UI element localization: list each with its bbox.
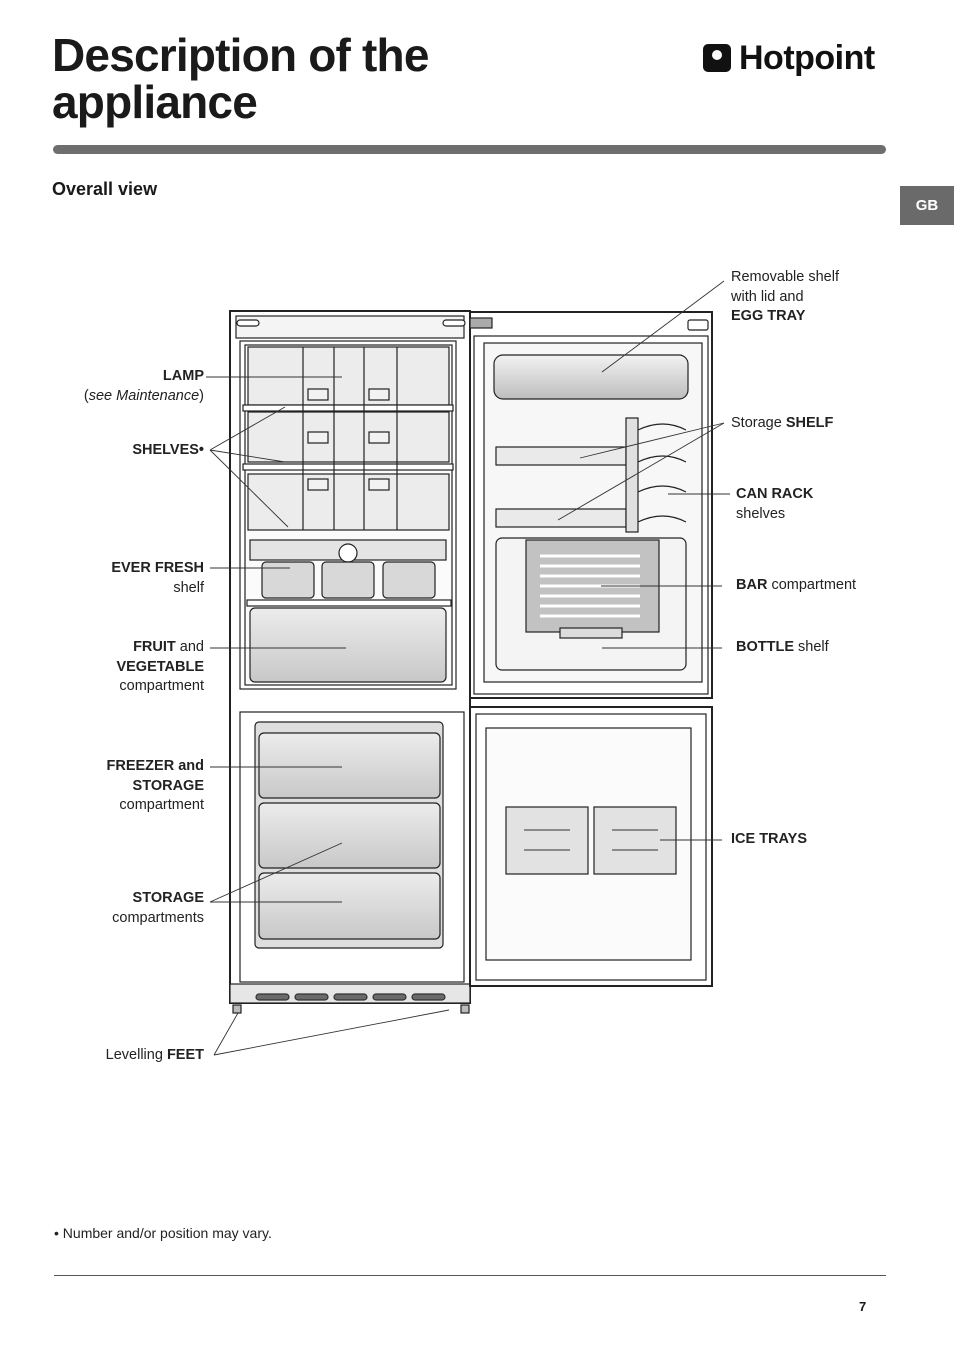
fridge-shelves: [242, 346, 454, 531]
title-line-2: appliance: [52, 76, 258, 128]
ever-fresh-shelf: [246, 539, 452, 607]
storage-shelf-label-title: SHELF: [785, 415, 834, 431]
title-line-1: Description of the: [52, 29, 429, 81]
fridge-door: [469, 311, 713, 699]
shelves-label: SHELVES•: [56, 441, 204, 461]
lamp-label-title: LAMP: [162, 368, 204, 384]
footer-rule: [54, 1275, 886, 1276]
feet-label-title: FEET: [166, 1047, 204, 1063]
header-rule: [53, 145, 886, 154]
storage-label-sub: compartments: [112, 909, 204, 926]
levelling-feet: [232, 1004, 470, 1014]
bottle-label-sub: shelf: [794, 639, 829, 655]
brand-name: Hotpoint: [739, 38, 875, 77]
kick-plate-vents: [255, 993, 446, 1001]
ever-fresh-label-sub: shelf: [173, 579, 204, 596]
freezer-drawers: [254, 721, 444, 949]
freezer-label: FREEZER and STORAGE compartment: [56, 757, 204, 816]
egg-tray-label-line2: with lid and: [731, 288, 804, 305]
callout-lines: [206, 280, 730, 1056]
egg-tray-label-title: EGG TRAY: [731, 308, 806, 324]
feet-label-prefix: Levelling: [105, 1047, 167, 1063]
can-rack-label: CAN RACK shelves: [736, 485, 896, 524]
fruit-veg-drawer: [249, 607, 447, 683]
lamp-label-open: (: [83, 387, 89, 404]
fruit-label-title: FRUIT: [133, 639, 176, 655]
storage-label: STORAGE compartments: [56, 889, 204, 928]
ice-trays-label-title: ICE TRAYS: [731, 831, 808, 847]
fruit-veg-label-sub: compartment: [119, 678, 204, 694]
egg-tray-label-line1: Removable shelf: [731, 269, 839, 285]
freezer-label-sub: compartment: [119, 797, 204, 813]
fruit-veg-label: FRUIT and VEGETABLE compartment: [56, 638, 204, 697]
ever-fresh-label-title: EVER FRESH: [111, 560, 204, 576]
hotpoint-logo-icon: [703, 44, 731, 72]
fruit-label-and: and: [175, 639, 204, 655]
lamp-label-close: ): [199, 387, 204, 404]
bar-label-title: BAR: [736, 577, 768, 593]
egg-tray-label: Removable shelf with lid and EGG TRAY: [731, 268, 891, 327]
lamp-label: LAMP (see Maintenance): [56, 367, 204, 406]
can-rack-label-title: CAN RACK: [736, 486, 814, 502]
language-tab: GB: [900, 186, 954, 225]
bottle-label: BOTTLE shelf: [736, 638, 896, 658]
vegetable-label-title: VEGETABLE: [116, 658, 204, 675]
page-title: Description of the appliance: [52, 32, 572, 126]
footnote: • Number and/or position may vary.: [54, 1225, 272, 1241]
page-number: 7: [859, 1299, 867, 1314]
section-title: Overall view: [52, 179, 158, 199]
feet-label: Levelling FEET: [56, 1046, 204, 1066]
shelves-label-title: SHELVES•: [132, 442, 204, 458]
freezer-label-title: FREEZER and: [106, 758, 204, 774]
freezer-label-storage: STORAGE: [132, 777, 204, 794]
storage-shelf-label-prefix: Storage: [731, 415, 786, 431]
bottle-label-title: BOTTLE: [736, 639, 794, 655]
brand-logo: Hotpoint: [703, 38, 893, 78]
storage-shelf-label: Storage SHELF: [731, 414, 891, 434]
lamp-vents: [307, 388, 390, 491]
freezer-door: [469, 706, 713, 987]
can-rack-label-sub: shelves: [736, 505, 786, 522]
ever-fresh-label: EVER FRESH shelf: [56, 559, 204, 598]
lamp-label-note: see Maintenance: [88, 387, 200, 404]
storage-label-title: STORAGE: [132, 890, 204, 906]
bar-label-sub: compartment: [767, 577, 857, 593]
bar-label: BAR compartment: [736, 576, 906, 596]
ice-trays-label: ICE TRAYS: [731, 830, 891, 850]
